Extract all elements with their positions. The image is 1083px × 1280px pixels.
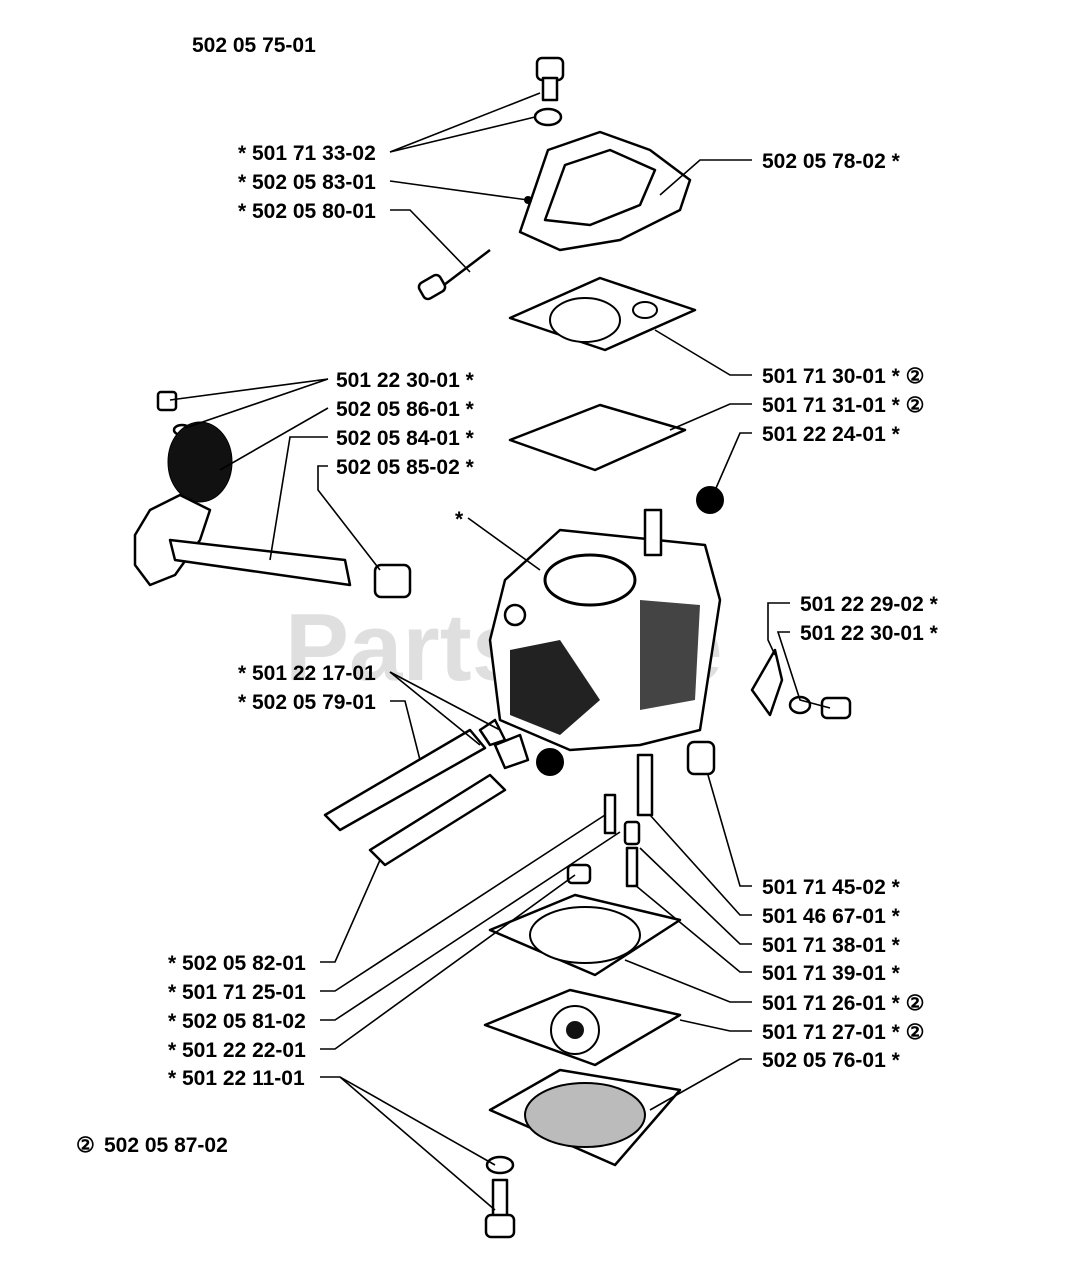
bottom-screw	[484, 1155, 516, 1239]
callout-label: * 501 22 11-01	[168, 1067, 305, 1090]
pump-diaphragm	[508, 403, 687, 472]
callout-label: 501 22 24-01 *	[762, 423, 901, 446]
adjusting-needles	[323, 718, 530, 867]
leader-lines	[169, 92, 831, 1211]
metering-diaphragm	[483, 988, 682, 1067]
metering-gasket	[488, 893, 682, 977]
callout-label: 501 22 30-01 *	[336, 369, 475, 392]
callout-label: 501 71 26-01 * ②	[762, 992, 924, 1015]
callout-label: 502 05 84-01 *	[336, 427, 475, 450]
callout-label: * 502 05 82-01	[168, 952, 306, 975]
assembly-number: 502 05 75-01	[192, 34, 316, 57]
pump-gasket	[508, 276, 697, 352]
callout-label: *	[455, 508, 464, 531]
callout-label: * 502 05 83-01	[238, 171, 376, 194]
callout-label: * 501 71 25-01	[168, 981, 306, 1004]
callout-label: * 502 05 81-02	[168, 1010, 306, 1033]
callout-label: 501 71 30-01 * ②	[762, 365, 924, 388]
callout-label: * 501 22 22-01	[168, 1039, 306, 1062]
callout-label: 501 71 38-01 *	[762, 934, 901, 957]
callout-label: 502 05 76-01 *	[762, 1049, 901, 1072]
callout-label: 501 71 45-02 *	[762, 876, 901, 899]
callout-label: 502 05 78-02 *	[762, 150, 901, 173]
callout-label: 501 22 29-02 *	[800, 593, 939, 616]
callout-label: 502 05 86-01 *	[336, 398, 475, 421]
footnote-symbol: ②	[76, 1134, 95, 1157]
metering-cover	[488, 1068, 682, 1167]
callout-label: 501 71 39-01 *	[762, 962, 901, 985]
footnote: ② 502 05 87-02	[76, 1134, 228, 1157]
choke-lever-assembly	[750, 648, 852, 720]
callout-labels: * 501 71 33-02 * 502 05 83-01 * 502 05 8…	[168, 142, 939, 1090]
throttle-lever-assembly	[133, 390, 412, 599]
callout-label: * 501 71 33-02	[238, 142, 376, 165]
top-screw	[533, 56, 565, 127]
callout-label: 501 71 31-01 * ②	[762, 394, 924, 417]
callout-label: * 502 05 80-01	[238, 200, 376, 223]
callout-label: 502 05 85-02 *	[336, 456, 475, 479]
inlet-needle-disc	[536, 748, 564, 776]
fuel-screen	[696, 486, 724, 514]
footnote-part-number: 502 05 87-02	[104, 1134, 228, 1157]
pump-cover	[518, 130, 692, 252]
callout-label: * 501 22 17-01	[238, 662, 376, 685]
cover-screw	[417, 249, 491, 301]
callout-label: * 502 05 79-01	[238, 691, 376, 714]
carburetor-body	[488, 508, 722, 752]
callout-label: 501 22 30-01 *	[800, 622, 939, 645]
spring-and-pins	[566, 740, 716, 888]
callout-label: 501 71 27-01 * ②	[762, 1021, 924, 1044]
callout-label: 501 46 67-01 *	[762, 905, 901, 928]
